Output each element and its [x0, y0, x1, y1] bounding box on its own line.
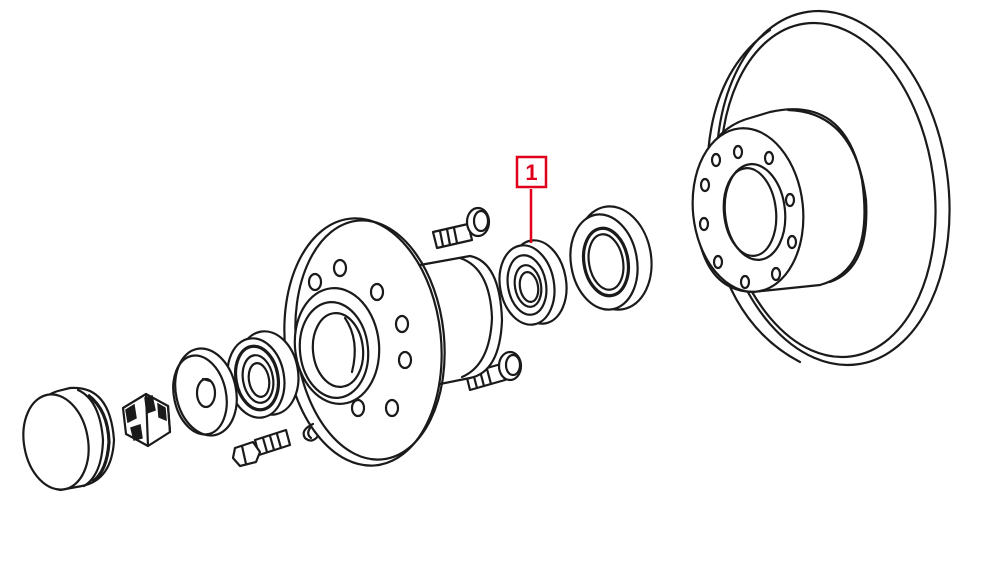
callout-1-label: 1 — [525, 160, 537, 185]
castle-nut — [121, 392, 172, 448]
clamp-bolt — [231, 428, 292, 468]
cotter-pin — [302, 422, 320, 442]
wheel-hub — [283, 217, 504, 467]
callout-1-box — [515, 155, 548, 189]
hub-stud-holes — [307, 258, 413, 418]
thrust-washer — [172, 347, 238, 437]
wheel-bearing — [498, 239, 568, 326]
brake-disc — [691, 9, 951, 367]
dust-cap — [22, 386, 116, 492]
disc-bolt-holes — [698, 144, 798, 290]
grease-seal — [569, 205, 653, 311]
inner-bearing — [226, 330, 300, 419]
callout-1: 1 — [515, 155, 548, 243]
wheel-stud-upper — [431, 206, 491, 250]
